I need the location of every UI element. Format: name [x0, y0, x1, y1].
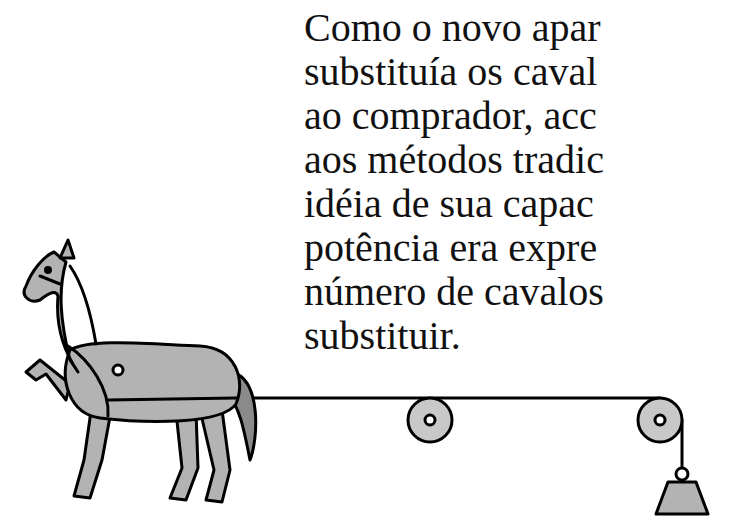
pulley: [408, 398, 452, 442]
text-block: Como o novo aparsubstituía os cavalao co…: [304, 6, 604, 358]
weight: [656, 482, 708, 514]
text-line: aos métodos tradic: [304, 138, 604, 182]
text-line: substituir.: [304, 314, 604, 358]
pulley: [638, 398, 682, 442]
text-line: potência era expre: [304, 226, 604, 270]
text-line: idéia de sua capac: [304, 182, 604, 226]
text-line: ao comprador, acc: [304, 94, 604, 138]
text-line: substituía os caval: [304, 50, 604, 94]
horse: [24, 240, 256, 502]
hook: [676, 468, 688, 480]
rope: [236, 397, 660, 400]
text-line: número de cavalos: [304, 270, 604, 314]
text-line: Como o novo apar: [304, 6, 604, 50]
